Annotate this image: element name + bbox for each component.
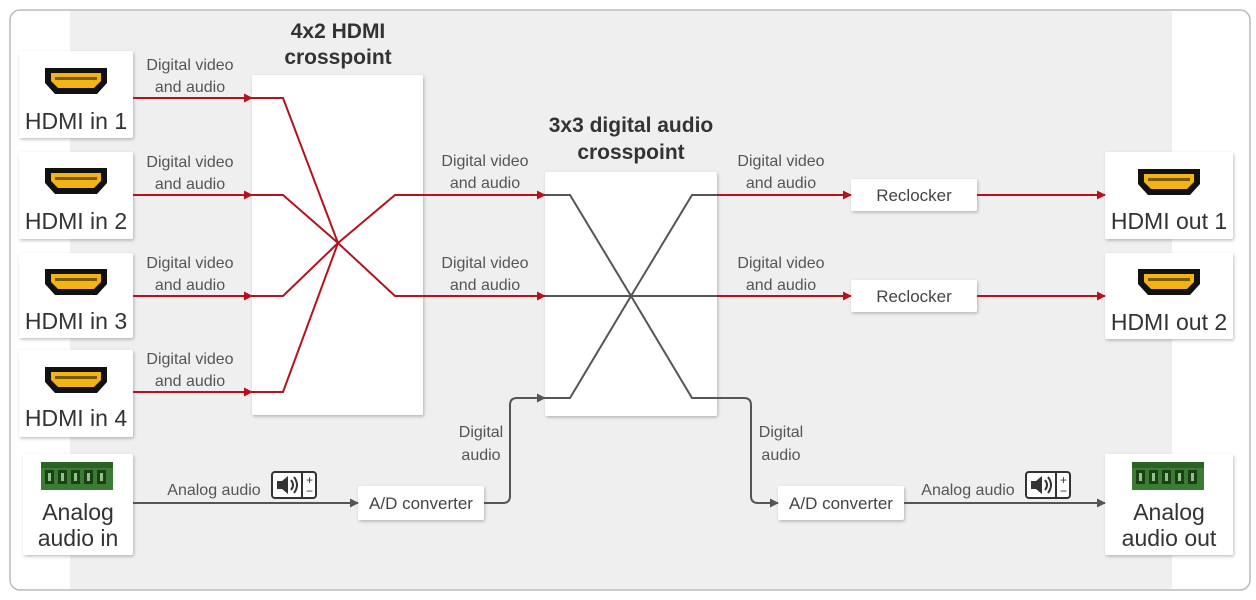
audio-crosspoint-title-2: crosspoint	[577, 141, 684, 164]
hdmi-out-1-box	[1105, 152, 1233, 239]
reclocker-2-label: Reclocker	[876, 287, 952, 306]
hdmi-crosspoint-title-2: crosspoint	[284, 46, 391, 69]
audio-crosspoint-routing	[545, 194, 717, 399]
signal-label-in1-line2: and audio	[155, 79, 225, 96]
hdmi-in-2-label: HDMI in 2	[25, 208, 127, 234]
signal-label-out2-line2: and audio	[746, 277, 816, 294]
hdmi-out-1-label: HDMI out 1	[1111, 208, 1227, 234]
terminal-block-icon	[41, 462, 113, 490]
volume-adjust-icon	[1025, 471, 1071, 499]
signal-label-in3-line2: and audio	[155, 277, 225, 294]
signal-label-in1-line1: Digital video	[146, 57, 233, 74]
hdmi-crosspoint-routing	[252, 97, 423, 393]
hdmi-in-1-label: HDMI in 1	[25, 108, 127, 134]
signal-label-out2-line1: Digital video	[737, 255, 824, 272]
analog-audio-in-signal-label: Analog audio	[167, 482, 261, 499]
reclocker-1-box	[851, 179, 977, 211]
hdmi-connector-icon	[45, 269, 107, 295]
signal-label-out1-line2: and audio	[746, 175, 816, 192]
ad-converter-out-label: A/D converter	[789, 494, 893, 513]
reclocker-2-box	[851, 280, 977, 312]
digital-audio-in-label-2: audio	[461, 447, 500, 464]
analog-in-line2: audio in	[38, 525, 119, 551]
digital-audio-out-label-1: Digital	[759, 424, 803, 441]
signal-label-mid1-line2: and audio	[450, 175, 520, 192]
ad-converter-in-label: A/D converter	[369, 494, 473, 513]
signal-label-in2-line1: Digital video	[146, 154, 233, 171]
signal-label-mid2-line1: Digital video	[441, 255, 528, 272]
signal-label-in3-line1: Digital video	[146, 255, 233, 272]
digital-audio-in-label-1: Digital	[459, 424, 503, 441]
ad-converter-in-box	[358, 486, 484, 520]
hdmi-in-4-label: HDMI in 4	[25, 405, 127, 431]
signal-label-mid2-line2: and audio	[450, 277, 520, 294]
signal-label-in4-line2: and audio	[155, 373, 225, 390]
terminal-block-icon	[1132, 462, 1204, 490]
analog-audio-out-signal-label: Analog audio	[921, 482, 1015, 499]
signal-label-mid1-line1: Digital video	[441, 153, 528, 170]
video-signal-lines	[133, 93, 1106, 397]
hdmi-connector-icon	[45, 68, 107, 94]
audio-signal-lines	[133, 393, 1106, 508]
hdmi-crosspoint-title-1: 4x2 HDMI	[291, 20, 386, 43]
ad-converter-out-box	[778, 486, 904, 520]
analog-out-line1: Analog	[1133, 499, 1205, 525]
hdmi-in-3-label: HDMI in 3	[25, 308, 127, 334]
audio-crosspoint-box	[545, 172, 717, 416]
hdmi-connector-icon	[1138, 269, 1200, 295]
signal-label-in2-line2: and audio	[155, 176, 225, 193]
hdmi-out-2-label: HDMI out 2	[1111, 309, 1227, 335]
analog-out-line2: audio out	[1122, 525, 1217, 551]
audio-crosspoint-title-1: 3x3 digital audio	[549, 114, 714, 137]
hdmi-connector-icon	[45, 367, 107, 393]
signal-label-out1-line1: Digital video	[737, 153, 824, 170]
volume-adjust-icon	[271, 471, 317, 499]
hdmi-connector-icon	[1138, 169, 1200, 195]
analog-in-line1: Analog	[42, 499, 114, 525]
hdmi-connector-icon	[45, 168, 107, 194]
hdmi-out-2-box	[1105, 253, 1233, 339]
signal-label-in4-line1: Digital video	[146, 351, 233, 368]
reclocker-1-label: Reclocker	[876, 186, 952, 205]
digital-audio-out-label-2: audio	[761, 447, 800, 464]
